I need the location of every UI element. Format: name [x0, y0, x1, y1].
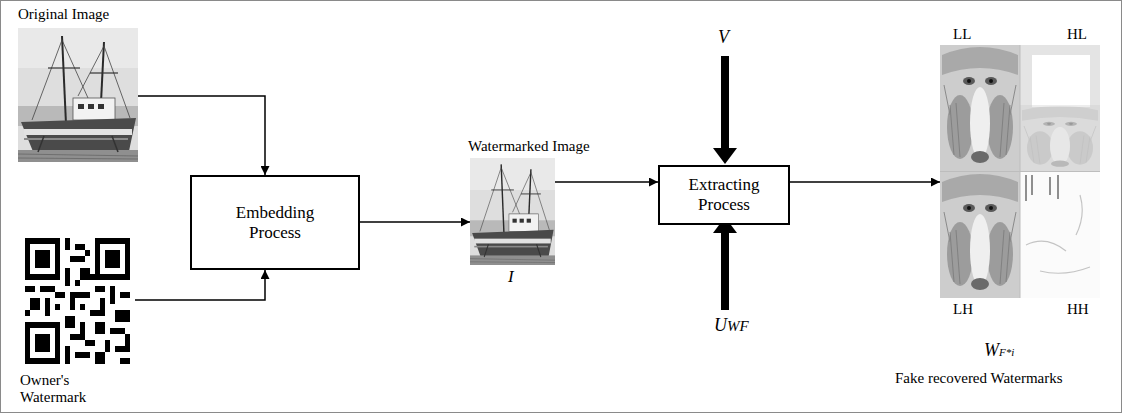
- image-caption: Fake recovered Watermarks: [895, 370, 1063, 387]
- flow-arrow: [138, 96, 265, 175]
- watermarked-image: Watermarked ImageI: [470, 158, 555, 265]
- boat-photo: [18, 28, 138, 162]
- image-caption: Owner's Watermark: [20, 372, 100, 405]
- watermarked-photo: [470, 158, 555, 265]
- subband-label: LL: [953, 26, 971, 43]
- recovered-watermarks: WF*iFake recovered Watermarks: [940, 45, 1100, 298]
- fake-watermark-subbands: [940, 45, 1100, 298]
- qr-code: [20, 232, 135, 370]
- symbol-label: WF*i: [984, 341, 1014, 361]
- symbol-label: I: [508, 268, 514, 287]
- flow-arrow: [360, 221, 470, 223]
- subband-label: HL: [1067, 26, 1087, 43]
- owner-watermark: Owner's Watermark: [20, 232, 135, 370]
- flow-arrow: [790, 181, 940, 183]
- process-label: Extracting Process: [676, 175, 772, 214]
- original-image: Original Image: [18, 28, 138, 162]
- subband-label: HH: [1067, 301, 1089, 318]
- image-caption: Watermarked Image: [468, 138, 590, 155]
- flow-arrow: [135, 270, 265, 300]
- process-label: Embedding Process: [225, 203, 325, 242]
- input-symbol: UWF: [714, 316, 749, 336]
- process-box: Embedding Process: [190, 175, 360, 270]
- subband-label: LH: [953, 301, 973, 318]
- image-caption: Original Image: [18, 6, 109, 23]
- flow-arrow: [555, 181, 658, 183]
- input-symbol: V: [718, 28, 729, 48]
- process-box: Extracting Process: [658, 165, 790, 225]
